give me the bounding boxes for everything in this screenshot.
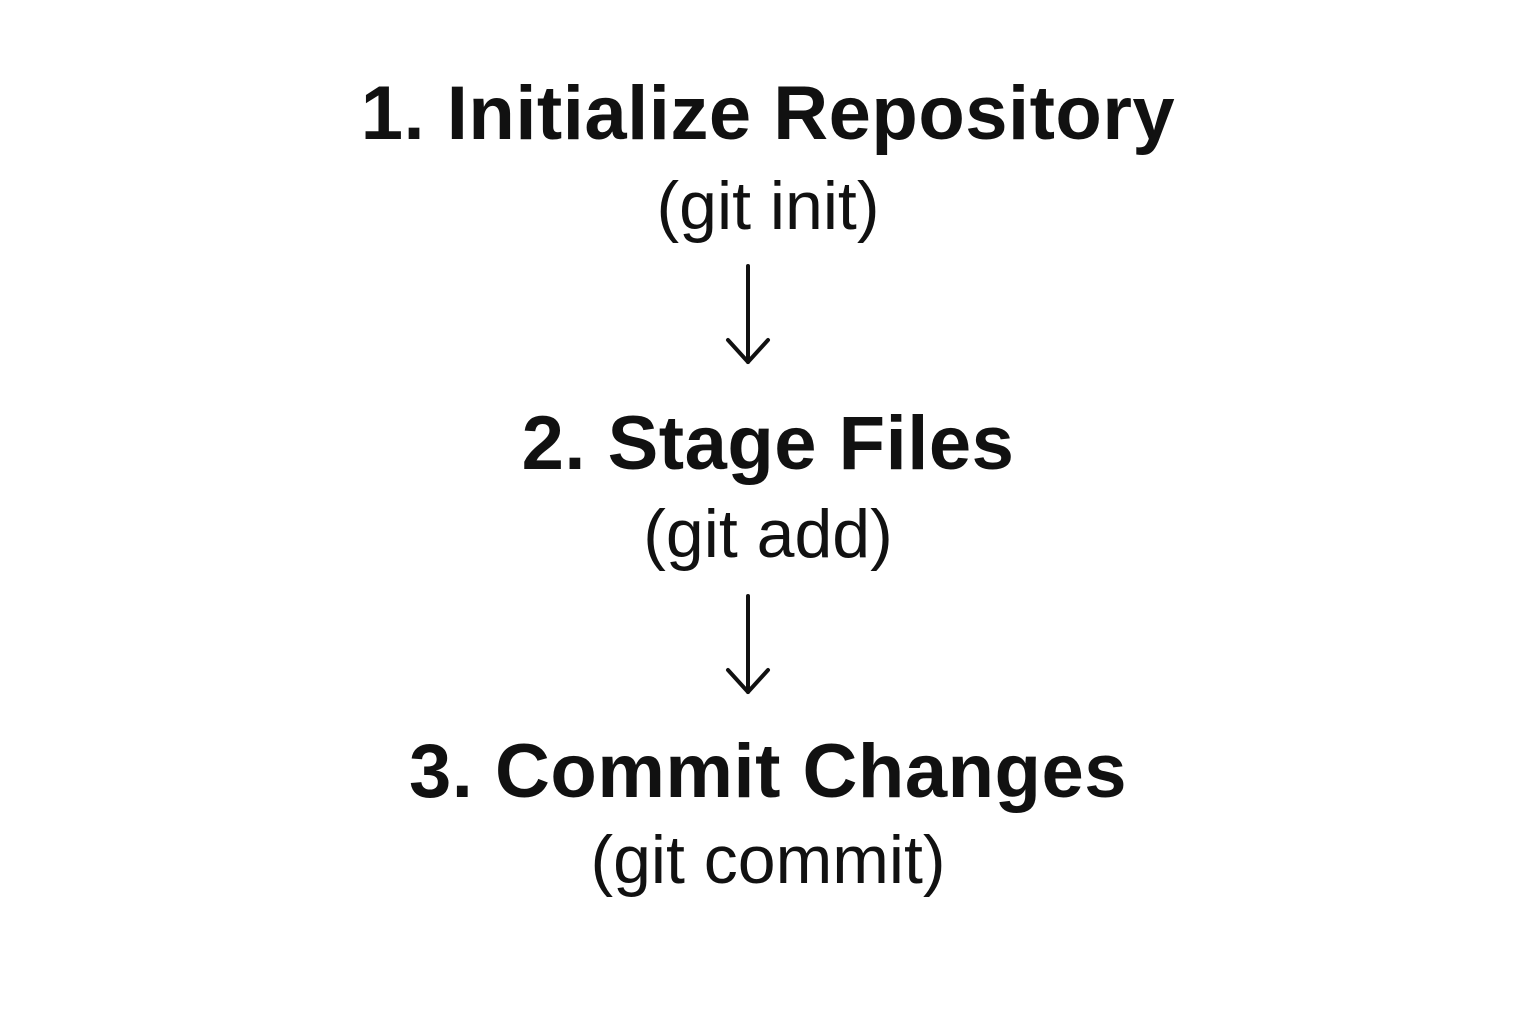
arrow-down-icon bbox=[726, 264, 770, 364]
step-2-title: 2. Stage Files bbox=[521, 401, 1015, 486]
step-2-command: (git add) bbox=[643, 496, 893, 572]
arrow-down-icon bbox=[726, 594, 770, 694]
step-3-title: 3. Commit Changes bbox=[409, 729, 1127, 814]
step-1-title: 1. Initialize Repository bbox=[360, 71, 1176, 156]
step-3-command: (git commit) bbox=[590, 822, 946, 898]
step-1-command: (git init) bbox=[656, 168, 880, 244]
